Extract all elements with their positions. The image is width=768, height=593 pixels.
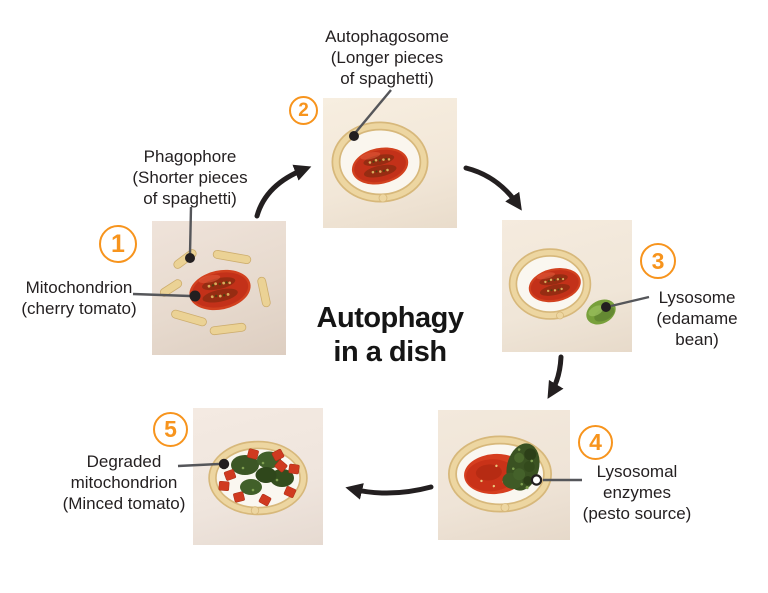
stage1-illustration	[159, 249, 271, 336]
stage4-number-badge: 4	[578, 425, 613, 460]
label-line: enzymes	[602, 483, 672, 502]
label-line: (Shorter pieces	[132, 168, 248, 187]
label-line: (cherry tomato)	[21, 299, 137, 318]
stage3-number-badge: 3	[640, 243, 676, 279]
label-line: Lysosomal	[596, 462, 678, 481]
degraded-mitochondrion-label: Degraded mitochondrion (Minced tomato)	[52, 451, 196, 514]
photo-stage2-autophagosome	[323, 98, 457, 228]
photo-stage4-lysosomal-enzymes	[438, 410, 570, 540]
spaghetti-loop-icon	[508, 248, 592, 320]
edamame-bean-icon	[586, 299, 616, 325]
autophagosome-label: Autophagosome (Longer pieces of spaghett…	[307, 26, 467, 89]
stage2-illustration	[331, 121, 429, 203]
diagram-title: Autophagy in a dish	[290, 301, 490, 369]
stage5-number-badge: 5	[153, 412, 188, 447]
cherry-tomato-icon	[189, 269, 251, 311]
label-line: Lysosome	[658, 288, 736, 307]
arrow-stage2-to-stage3-icon	[463, 165, 522, 211]
label-line: bean)	[675, 330, 719, 349]
label-line: of spaghetti)	[143, 189, 237, 208]
photo-stage1-phagophore	[152, 221, 286, 355]
spaghetti-loop-icon	[208, 440, 308, 516]
label-line: Degraded	[86, 452, 162, 471]
lysosomal-enzymes-label: Lysosomal enzymes (pesto source)	[567, 461, 707, 524]
label-line: mitochondrion	[70, 473, 178, 492]
photo-stage3-lysosome	[502, 220, 632, 352]
stage1-number-badge: 1	[99, 225, 137, 263]
mitochondrion-label: Mitochondrion (cherry tomato)	[9, 277, 149, 319]
label-line: Mitochondrion	[25, 278, 133, 297]
stage3-illustration	[508, 248, 616, 325]
phagophore-label: Phagophore (Shorter pieces of spaghetti)	[110, 146, 270, 209]
stage4-illustration	[448, 435, 552, 513]
label-line: of spaghetti)	[340, 69, 434, 88]
arrow-stage3-to-stage4-icon	[547, 354, 564, 399]
lysosome-label: Lysosome (edamame bean)	[647, 287, 747, 350]
minced-tomato-chunks-icon	[218, 448, 300, 507]
title-line-1: Autophagy	[316, 302, 464, 334]
stage2-number-badge: 2	[289, 96, 318, 125]
herb-specks	[241, 461, 279, 492]
label-line: (edamame	[656, 309, 738, 328]
label-line: (pesto source)	[582, 504, 692, 523]
label-line: (Longer pieces	[330, 48, 444, 67]
spaghetti-loop-icon	[448, 435, 552, 513]
label-line: Autophagosome	[325, 27, 449, 46]
photo-stage5-degraded-mitochondrion	[193, 408, 323, 545]
label-line: (Minced tomato)	[62, 494, 186, 513]
title-line-2: in a dish	[333, 336, 447, 368]
label-line: Phagophore	[143, 147, 237, 166]
stage5-illustration	[208, 440, 308, 516]
spaghetti-short-pieces	[159, 249, 271, 336]
arrow-stage4-to-stage5-icon	[345, 483, 434, 500]
